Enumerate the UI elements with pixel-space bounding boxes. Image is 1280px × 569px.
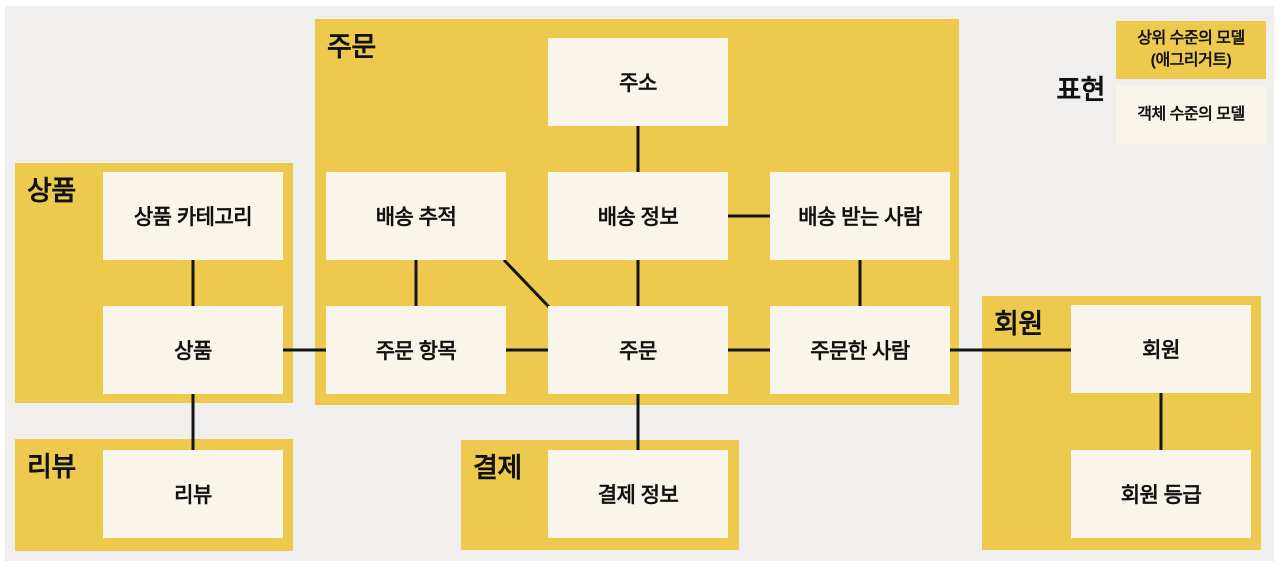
entity-orderer: 주문한 사람 (770, 306, 950, 394)
entity-payment-info: 결제 정보 (548, 450, 728, 538)
legend-object-model-line1: 객체 수준의 모델 (1137, 106, 1245, 123)
entity-review: 리뷰 (103, 450, 283, 538)
entity-order: 주문 (548, 306, 728, 394)
entity-shipping-info: 배송 정보 (548, 172, 728, 260)
legend-aggregate-model-line1: 상위 수준의 모델 (1137, 30, 1245, 47)
legend-aggregate-model-line2: (애그리거트) (1150, 52, 1232, 69)
entity-shipping-tracking: 배송 추적 (326, 172, 506, 260)
entity-shipping-recipient: 배송 받는 사람 (770, 172, 950, 260)
legend-aggregate-model: 상위 수준의 모델 (애그리거트) (1116, 21, 1266, 79)
entity-order-item: 주문 항목 (326, 306, 506, 394)
legend-title: 표현 (1056, 75, 1105, 105)
entity-address: 주소 (548, 38, 728, 126)
entity-member-grade: 회원 등급 (1071, 450, 1251, 538)
diagram-canvas: 상품 주문 리뷰 결제 회원 (5, 6, 1274, 561)
entity-product-category: 상품 카테고리 (103, 172, 283, 260)
legend-object-model: 객체 수준의 모델 (1116, 86, 1266, 144)
aggregate-payment-label: 결제 (473, 453, 522, 483)
entity-member: 회원 (1071, 305, 1251, 393)
aggregate-member-label: 회원 (994, 309, 1043, 339)
aggregate-product-label: 상품 (27, 176, 76, 206)
entity-product: 상품 (103, 306, 283, 394)
aggregate-order-label: 주문 (327, 32, 376, 62)
aggregate-review-label: 리뷰 (27, 452, 76, 482)
